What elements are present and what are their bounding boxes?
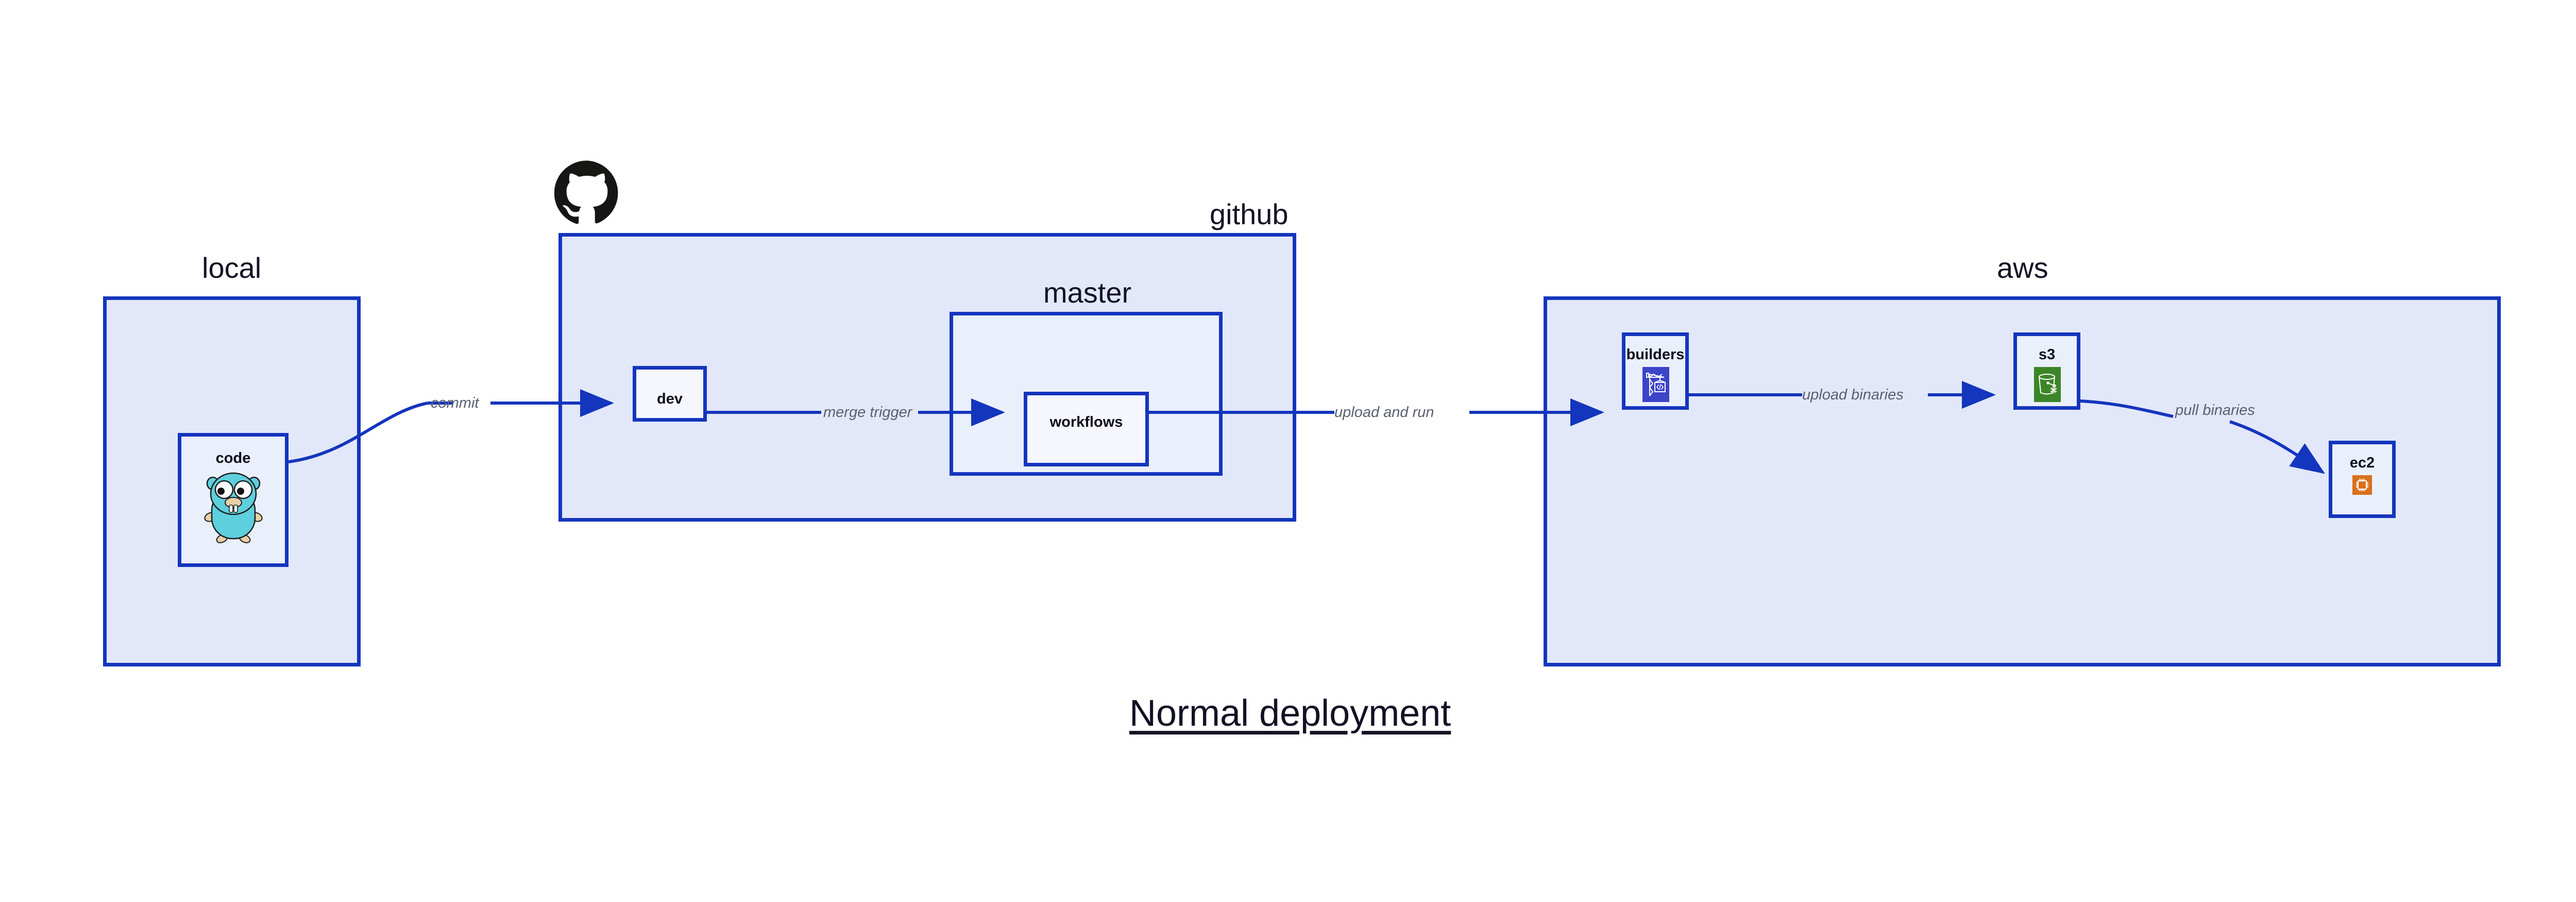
- node-label-s3: s3: [2038, 346, 2056, 363]
- subgroup-label-master: master: [1043, 276, 1132, 309]
- node-label-builders: builders: [1626, 346, 1685, 363]
- edge-label-upload-binaries: upload binaries: [1802, 387, 1904, 403]
- edge-label-merge-trigger: merge trigger: [823, 404, 912, 421]
- aws-codebuild-icon: [1642, 367, 1669, 402]
- edge-label-pull-binaries: pull binaries: [2175, 402, 2255, 419]
- group-label-github: github: [1210, 198, 1289, 230]
- group-label-aws: aws: [1997, 252, 2048, 284]
- edge-label-upload-and-run: upload and run: [1334, 404, 1434, 421]
- node-dev[interactable]: [633, 366, 707, 422]
- node-label-code: code: [215, 450, 251, 466]
- node-label-workflows: workflows: [1049, 414, 1123, 430]
- go-gopher-icon: [204, 469, 263, 544]
- node-workflows[interactable]: [1024, 392, 1149, 466]
- aws-ec2-chip-icon: [2352, 475, 2372, 495]
- edge-label-commit: commit: [431, 395, 479, 411]
- group-label-local: local: [202, 252, 262, 284]
- diagram-caption: Normal deployment: [1129, 693, 1451, 734]
- aws-s3-bucket-icon: [2034, 367, 2061, 402]
- node-label-dev: dev: [657, 391, 683, 407]
- node-label-ec2: ec2: [2349, 455, 2375, 471]
- github-octocat-icon: [554, 160, 619, 225]
